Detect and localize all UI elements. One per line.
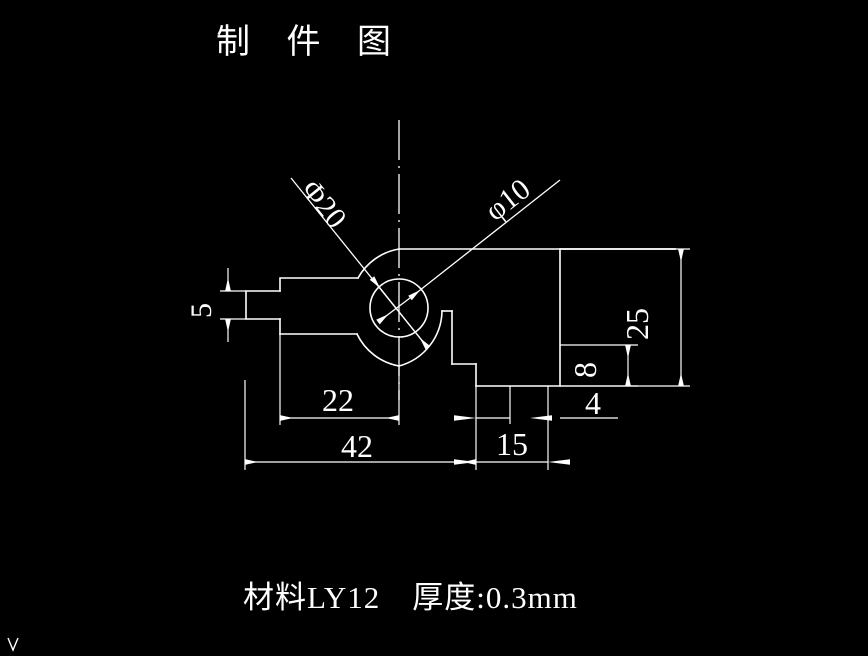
dim-42-group xyxy=(244,380,477,470)
label-42: 42 xyxy=(341,428,373,464)
leader-phi10 xyxy=(408,179,561,301)
label-phi20: Φ20 xyxy=(295,174,353,235)
diameter-leaders xyxy=(290,177,561,350)
drawing-title: 制 件 图 xyxy=(216,24,405,61)
dim-25-group xyxy=(560,248,690,387)
dim-15-group xyxy=(454,386,570,470)
part-outline xyxy=(245,248,676,387)
cursor-artifact xyxy=(7,637,19,652)
outline-arc-upper-left xyxy=(356,248,400,280)
label-4: 4 xyxy=(585,385,601,421)
dim-22-group xyxy=(279,334,400,425)
outline-top-left-step xyxy=(279,277,359,292)
dimension-labels: Φ20 φ10 5 22 42 15 4 8 25 xyxy=(185,172,655,464)
label-15: 15 xyxy=(496,426,528,462)
label-phi10: φ10 xyxy=(479,172,537,227)
outline-arc-lower-left xyxy=(355,332,400,367)
label-22: 22 xyxy=(322,382,354,418)
leader-phi10-back xyxy=(376,297,411,325)
outline-left-tab xyxy=(245,290,281,320)
centerlines xyxy=(398,120,400,400)
dim-5-group xyxy=(220,268,246,342)
material-note: 材料LY12 厚度:0.3mm xyxy=(243,580,578,615)
leader-phi20-back xyxy=(369,276,429,349)
label-5: 5 xyxy=(185,303,218,318)
label-25: 25 xyxy=(619,308,655,340)
dim-4-group xyxy=(454,386,618,424)
label-8: 8 xyxy=(567,362,603,378)
